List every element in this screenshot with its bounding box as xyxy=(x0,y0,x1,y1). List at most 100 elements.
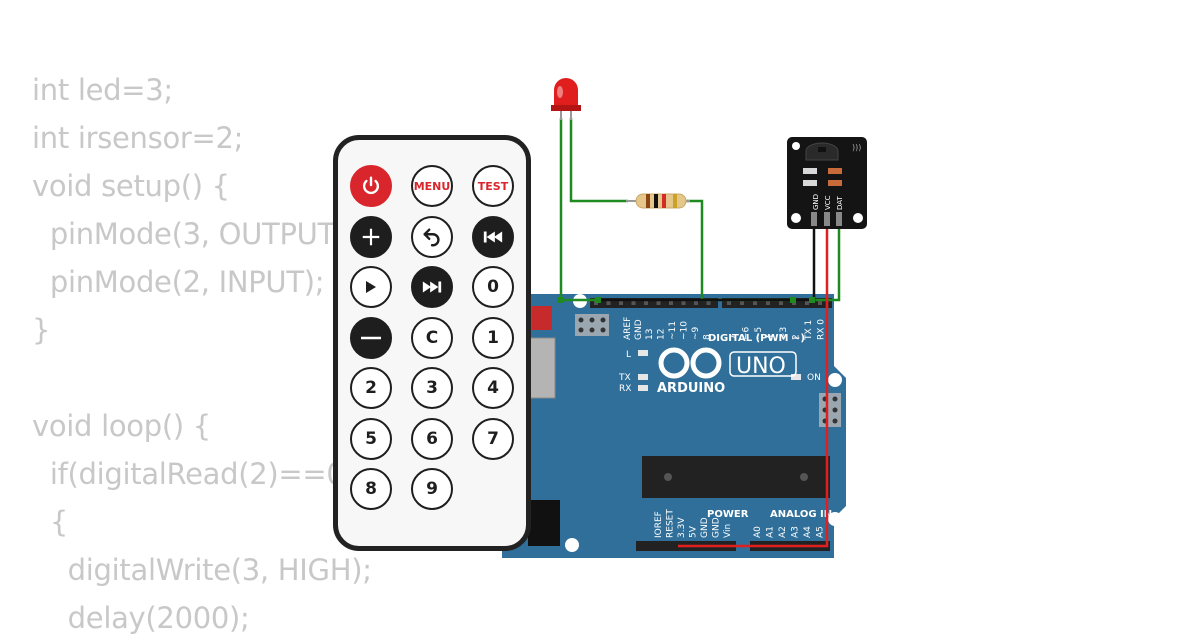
remote-button-power[interactable] xyxy=(350,165,392,207)
uno-label: UNO xyxy=(736,354,786,379)
remote-button-label: 7 xyxy=(487,428,499,449)
code-line: digitalWrite(3, HIGH); xyxy=(32,553,372,587)
code-line: if(digitalRead(2)==0) xyxy=(32,457,356,491)
remote-button-label: 6 xyxy=(426,428,438,449)
uno-label-box xyxy=(729,351,797,377)
digital-header-left xyxy=(590,298,718,308)
sensor-pin-label: GND xyxy=(812,194,820,210)
code-line: void setup() { xyxy=(32,169,230,203)
remote-button-minus[interactable] xyxy=(350,316,392,359)
tx-led-label: TX xyxy=(618,373,631,383)
remote-button-one[interactable]: 1 xyxy=(472,316,514,359)
remote-button-play[interactable] xyxy=(350,266,392,308)
remote-button-four[interactable]: 4 xyxy=(472,367,514,409)
remote-button-eight[interactable]: 8 xyxy=(350,468,392,510)
remote-button-zero[interactable]: 0 xyxy=(472,266,514,308)
remote-button-plus[interactable] xyxy=(350,215,392,258)
pin-label: A2 xyxy=(778,526,788,538)
sensor-dat-wire xyxy=(812,224,841,302)
code-line: void loop() { xyxy=(32,409,211,443)
remote-button-label: 8 xyxy=(365,479,377,499)
pin-label: ~6 xyxy=(742,326,752,340)
pin-label: GND xyxy=(700,517,710,538)
pin-label: 7 xyxy=(729,334,739,340)
remote-button-label: 5 xyxy=(365,428,377,449)
arduino-brand: ARDUINO xyxy=(657,381,725,396)
pin-label: A1 xyxy=(766,526,776,538)
remote-button-seven[interactable]: 7 xyxy=(472,417,514,460)
remote-button-six[interactable]: 6 xyxy=(411,417,453,460)
skip-back-icon xyxy=(482,229,504,245)
pin-label: 2 xyxy=(792,334,802,340)
mount-hole xyxy=(828,512,842,526)
remote-button-label: 2 xyxy=(365,378,377,398)
code-line: pinMode(3, OUTPUT); xyxy=(32,217,356,251)
led-cathode-wire xyxy=(559,118,598,302)
led-anode-wire xyxy=(569,118,628,203)
resistor xyxy=(626,193,690,209)
remote-button-clear[interactable]: C xyxy=(411,316,453,359)
minus-icon xyxy=(359,326,383,350)
pin-label: A5 xyxy=(816,526,826,538)
rx-led-label: RX xyxy=(619,384,631,394)
pin-label: 5V xyxy=(689,525,699,538)
sensor-pin-label: VCC xyxy=(824,195,832,210)
l-led-label: L xyxy=(626,350,631,360)
pin-label: GND xyxy=(712,517,722,538)
remote-button-five[interactable]: 5 xyxy=(350,417,392,460)
on-led-label: ON xyxy=(807,373,821,383)
pin-label: Vin xyxy=(723,524,733,538)
analog-label: ANALOG IN xyxy=(770,509,832,520)
power-label: POWER xyxy=(707,509,749,520)
pin-label: ~5 xyxy=(754,327,764,340)
pin-label: 4 xyxy=(767,334,777,340)
plus-icon xyxy=(360,226,382,248)
code-line: int irsensor=2; xyxy=(32,121,244,155)
pin-label: RESET xyxy=(666,509,676,538)
pin-label: A3 xyxy=(791,526,801,538)
remote-button-next[interactable] xyxy=(411,266,453,308)
remote-button-back[interactable] xyxy=(411,215,453,258)
skip-forward-icon xyxy=(421,279,443,295)
gnd-label: GND xyxy=(634,319,644,340)
remote-button-label: 3 xyxy=(426,378,438,398)
pin-label: 3.3V xyxy=(677,517,687,538)
remote-button-label: 9 xyxy=(426,479,438,499)
pin-label: ~9 xyxy=(691,326,701,340)
remote-button-test[interactable]: TEST xyxy=(472,165,514,207)
code-line: } xyxy=(32,313,51,347)
sensor-vcc-wire xyxy=(678,224,829,548)
pin-label: 13 xyxy=(645,329,655,340)
remote-button-label: 1 xyxy=(487,327,499,348)
power-jack xyxy=(528,500,560,546)
remote-button-nine[interactable]: 9 xyxy=(411,468,453,510)
red-led xyxy=(551,78,581,120)
pin-label: ~10 xyxy=(680,321,690,340)
l-led xyxy=(638,350,648,356)
remote-button-label: 4 xyxy=(487,378,499,398)
code-line: delay(2000); xyxy=(32,601,250,635)
code-listing: int led=3;int irsensor=2;void setup() { … xyxy=(32,66,372,642)
remote-button-label: 0 xyxy=(487,277,499,297)
pin-label: ~3 xyxy=(779,327,789,340)
play-icon xyxy=(364,279,378,295)
wire-pins xyxy=(558,297,815,303)
icsp-header-2 xyxy=(819,393,841,427)
resistor-to-pin3-wire xyxy=(686,199,793,302)
pin-label: IOREF xyxy=(654,511,664,538)
remote-button-three[interactable]: 3 xyxy=(411,367,453,409)
mount-hole xyxy=(828,373,842,387)
arduino-logo xyxy=(658,347,722,379)
svg-text:))): ))) xyxy=(852,143,861,152)
pin-label: A0 xyxy=(753,526,763,538)
remote-button-menu[interactable]: MENU xyxy=(411,165,453,207)
reset-button xyxy=(532,306,552,330)
tx-led xyxy=(638,374,648,380)
pin-label: ~11 xyxy=(668,321,678,340)
remote-button-two[interactable]: 2 xyxy=(350,367,392,409)
aref-label: AREF xyxy=(623,317,633,340)
remote-button-prev[interactable] xyxy=(472,215,514,258)
pin-label: 8 xyxy=(703,334,713,340)
